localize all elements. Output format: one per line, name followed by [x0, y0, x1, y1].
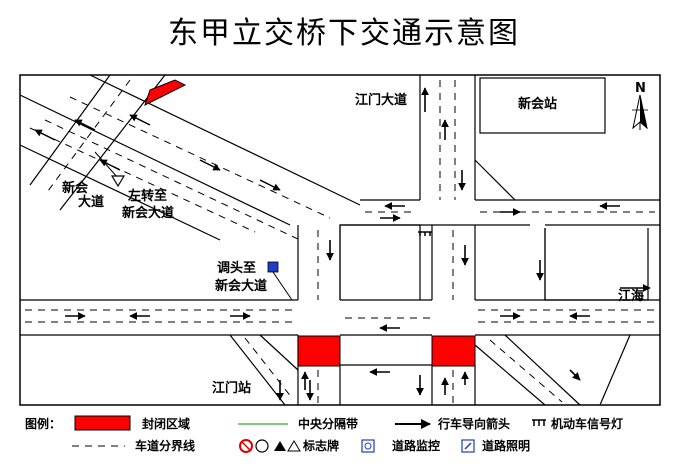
label-jiangmen-dadao: 江门大道	[355, 92, 407, 108]
legend: 图例： 封闭区域 中央分隔带 行车导向箭头 机动车信号灯 车道分界线 标志牌 道…	[25, 415, 623, 453]
legend-median: 中央分隔带	[298, 416, 358, 431]
label-jianghai: 江海	[618, 288, 644, 304]
diagonal-road	[19, 74, 361, 241]
legend-closed-area: 封闭区域	[142, 416, 190, 431]
closed-area-south-left-junction	[297, 335, 341, 367]
legend-closed-swatch	[74, 415, 131, 431]
vertical-road-right	[419, 75, 476, 405]
legend-signal-icon	[532, 419, 546, 426]
closed-area-south-right-junction	[431, 335, 476, 367]
legend-signs-icons	[239, 439, 301, 453]
diagonal-lane-lines	[29, 79, 331, 241]
legend-lighting: 道路照明	[482, 438, 530, 453]
legend-title: 图例：	[25, 416, 61, 431]
label-north: N	[635, 81, 646, 96]
page-title: 东甲立交桥下交通示意图	[168, 16, 520, 51]
label-xinhui-zhan: 新会站	[518, 96, 557, 112]
legend-lane-line: 车道分界线	[135, 438, 195, 453]
legend-lighting-icon	[461, 439, 475, 453]
label-uturn-1: 调头至	[217, 260, 256, 276]
traffic-signal-icon	[418, 231, 432, 236]
vertical-lane-lines	[317, 80, 456, 405]
label-uturn-2: 新会大道	[215, 278, 267, 294]
legend-monitor-icon	[361, 439, 375, 453]
legend-signs: 标志牌	[302, 438, 339, 453]
diagonal-arrows	[34, 114, 281, 191]
label-left-turn-1: 左转至	[128, 188, 167, 204]
closed-area-upper-left-ramp	[144, 79, 187, 106]
legend-arrow: 行车导向箭头	[437, 416, 510, 431]
label-xinhui-dadao-2: 大道	[78, 194, 104, 210]
uturn-sign-icon	[267, 261, 293, 301]
left-turn-sign-icon	[94, 151, 126, 188]
horizontal-lane-lines	[25, 211, 655, 323]
label-xinhui-dadao-1: 新会	[62, 180, 89, 196]
lower-spur-lanes	[244, 337, 563, 403]
city-blocks	[339, 77, 649, 301]
label-jiangmen-zhan: 江门站	[212, 380, 251, 396]
label-left-turn-2: 新会大道	[122, 205, 174, 221]
legend-signal: 机动车信号灯	[551, 416, 623, 431]
road-arrows	[65, 87, 651, 401]
lower-spurs	[229, 159, 631, 406]
north-arrow-icon	[632, 94, 648, 130]
legend-monitor: 道路监控	[392, 438, 440, 453]
